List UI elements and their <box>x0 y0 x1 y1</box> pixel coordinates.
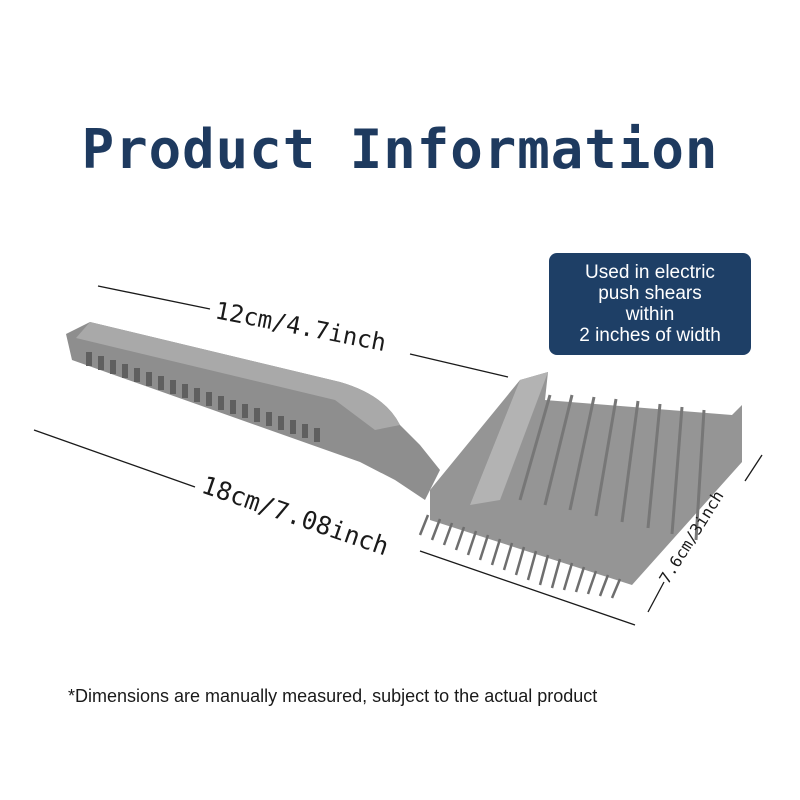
dim-label-handle: 12cm/4.7inch <box>213 296 389 357</box>
dimension-lines <box>33 285 763 626</box>
usage-note-line: 2 inches of width <box>579 325 721 346</box>
usage-note-line: Used in electric <box>585 262 715 283</box>
page-title: Product Information <box>81 118 719 181</box>
usage-note-line: push shears <box>598 283 702 304</box>
dim-label-total: 18cm/7.08inch <box>198 470 392 561</box>
dimension-disclaimer: *Dimensions are manually measured, subje… <box>68 686 598 706</box>
usage-note-box: Used in electric push shears within 2 in… <box>549 253 751 355</box>
comb-head <box>418 372 742 599</box>
comb-handle <box>66 322 440 500</box>
usage-note-line: within <box>625 304 675 325</box>
